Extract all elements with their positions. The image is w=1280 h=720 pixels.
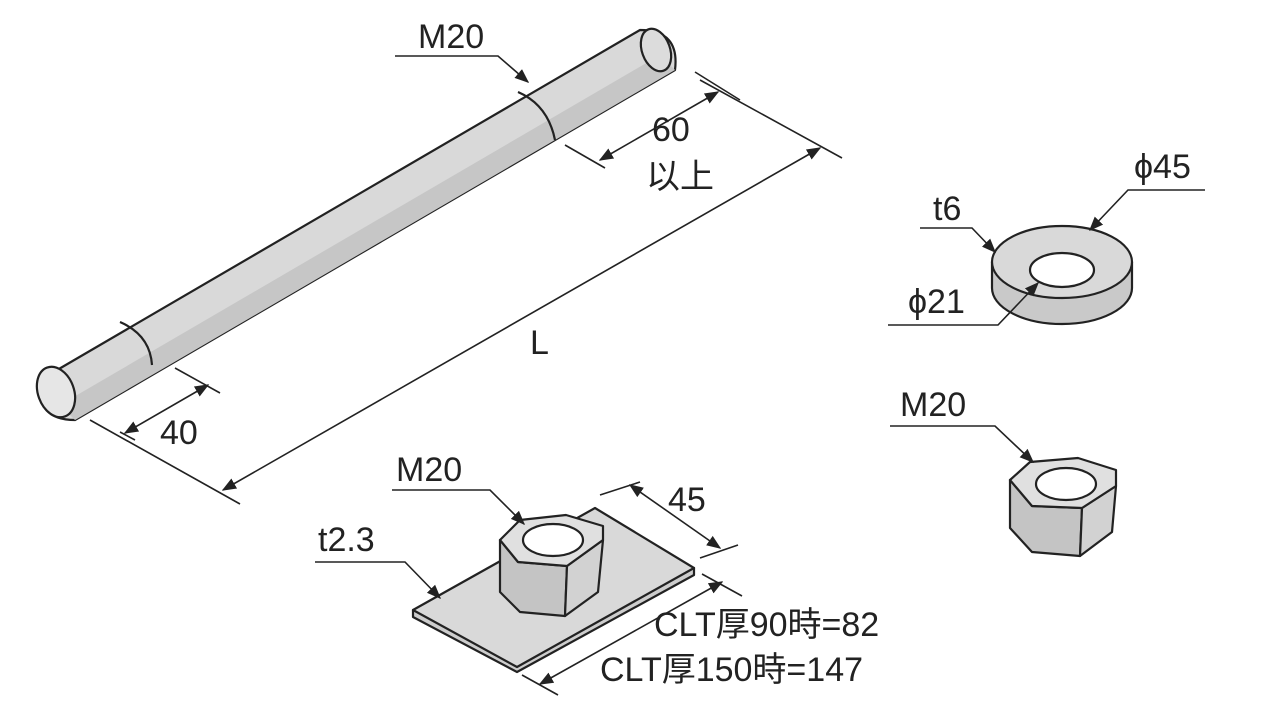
plate-length-150: CLT厚150時=147	[600, 651, 863, 689]
overall-length-label: L	[530, 324, 549, 362]
washer-callouts: ϕ45 t6 ϕ21	[888, 148, 1205, 326]
plate-nut-size: M20	[396, 451, 462, 489]
washer-inner-diameter: ϕ21	[908, 283, 965, 321]
bolt-thread-label: M20	[418, 18, 484, 56]
threaded-rod	[35, 27, 677, 422]
plate-length-dimension: CLT厚90時=82 CLT厚150時=147	[521, 573, 879, 696]
top-thread-length: 60	[652, 111, 690, 149]
hex-nut	[1008, 456, 1118, 558]
washer-thickness: t6	[933, 190, 961, 228]
plate-nut-assembly	[411, 506, 696, 674]
plate-nut-callouts: M20 t2.3	[315, 451, 526, 600]
nut-size: M20	[900, 386, 966, 424]
end-thread-dimension: 40	[119, 367, 221, 452]
plate-length-90: CLT厚90時=82	[654, 606, 879, 644]
round-washer	[990, 224, 1134, 326]
washer-outer-diameter: ϕ45	[1134, 148, 1191, 186]
bolt-thread-callout: M20	[395, 18, 530, 83]
end-thread-length: 40	[160, 414, 198, 452]
plate-width: 45	[668, 481, 706, 519]
top-thread-note: 以上	[646, 158, 714, 196]
plate-thickness: t2.3	[318, 521, 375, 559]
plate-width-dimension: 45	[599, 481, 739, 559]
nut-callout: M20	[890, 386, 1035, 463]
overall-length-dimension: L	[89, 79, 843, 505]
